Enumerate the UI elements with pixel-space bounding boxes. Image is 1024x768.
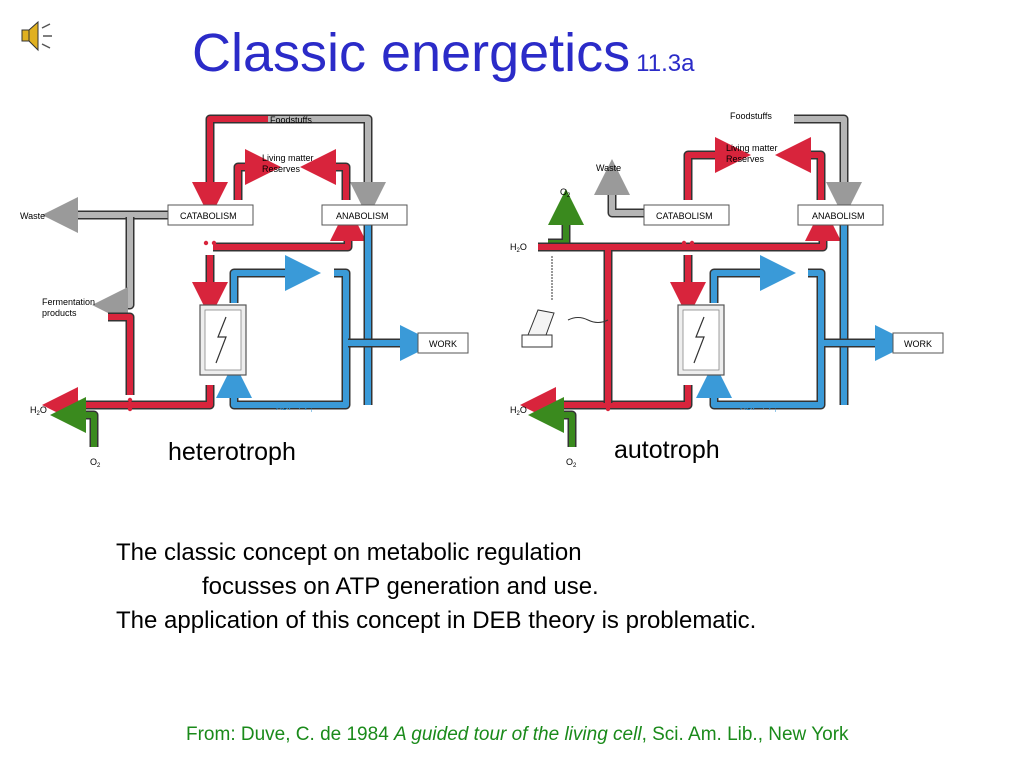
source-suffix: , Sci. Am. Lib., New York	[641, 724, 849, 745]
oxygen-output-arrow	[548, 189, 584, 246]
water-label: H2O	[30, 405, 47, 417]
autotroph-caption: autotroph	[614, 436, 720, 464]
reserves-label: Reserves	[726, 154, 765, 164]
atp-label: ATP	[758, 267, 775, 277]
oxygen-arrow	[50, 397, 97, 447]
water-input-label: H2O	[510, 242, 527, 254]
catabolism-box	[167, 204, 254, 226]
foodstuffs-label: Foodstuffs	[270, 115, 312, 125]
oxygen-input-arrow	[528, 397, 575, 447]
speaker-icon[interactable]	[18, 18, 58, 59]
to-water-arrow	[42, 385, 213, 423]
atp-arrow	[711, 255, 796, 303]
atp-label: ATP	[283, 267, 300, 277]
source-citation: From: Duve, C. de 1984 A guided tour of …	[186, 724, 849, 746]
oxygen-output-label: O2	[560, 187, 571, 199]
title-section-number: 11.3a	[636, 50, 695, 77]
reserves-label: Reserves	[262, 164, 301, 174]
catabolism-to-anabolism-arrow	[213, 205, 366, 250]
heterotroph-diagram: Foodstuffs Living matter Reserves Waste …	[18, 95, 478, 480]
oxygen-label: O2	[90, 457, 101, 469]
sun-icon	[521, 309, 555, 348]
water-to-anabolism-arrow	[538, 205, 841, 250]
anabolism-box	[321, 204, 408, 226]
anabolism-box	[797, 204, 884, 226]
to-water-arrow	[520, 385, 691, 423]
foodstuffs-to-anabolism-arrow	[794, 116, 862, 218]
adp-return-arrow	[216, 270, 349, 408]
body-text: The classic concept on metabolic regulat…	[116, 536, 756, 638]
products-label: products	[42, 308, 77, 318]
autotroph-diagram: Foodstuffs Living matter Reserves Waste …	[508, 95, 958, 480]
waste-arrow	[594, 159, 648, 216]
lightning-icon	[693, 316, 705, 364]
atp-arrow	[231, 255, 321, 303]
heterotroph-caption: heterotroph	[168, 438, 296, 466]
waste-label: Waste	[596, 163, 621, 173]
anabolism-label: ANABOLISM	[812, 211, 865, 221]
fermentation-label: Fermentation	[42, 297, 95, 307]
work-label: WORK	[904, 339, 932, 349]
water-label: H2O	[510, 405, 527, 417]
anabolism-label: ANABOLISM	[336, 211, 389, 221]
source-prefix: From: Duve, C. de 1984	[186, 724, 395, 745]
adp-return-arrow	[696, 270, 824, 408]
body-line-3: The application of this concept in DEB t…	[116, 607, 757, 634]
waste-label: Waste	[20, 211, 45, 221]
catabolism-box	[643, 204, 730, 226]
fermentation-arrow	[92, 217, 133, 323]
work-box	[892, 332, 944, 354]
adp-label: ADP + Pi	[276, 402, 312, 414]
oxygen-label: O2	[566, 457, 577, 469]
lightning-icon	[215, 316, 227, 364]
anabolism-to-living-matter-arrow	[300, 149, 349, 200]
adp-label: ADP + Pi	[740, 402, 776, 414]
body-line-1: The classic concept on metabolic regulat…	[116, 539, 582, 566]
body-line-2: focusses on ATP generation and use.	[202, 573, 599, 600]
reserves-to-catabolism-arrow	[235, 149, 281, 200]
living-matter-label: Living matter	[262, 153, 314, 163]
foodstuffs-label: Foodstuffs	[730, 111, 772, 121]
title-main: Classic energetics	[192, 23, 631, 83]
work-label: WORK	[429, 339, 457, 349]
work-box	[417, 332, 469, 354]
living-matter-label: Living matter	[726, 143, 778, 153]
anabolism-to-living-matter-arrow	[775, 137, 824, 200]
catabolism-label: CATABOLISM	[180, 211, 237, 221]
foodstuffs-to-catabolism-arrow	[192, 116, 268, 218]
reserves-to-catabolism-arrow	[685, 137, 751, 200]
source-book-title: A guided tour of the living cell	[394, 724, 642, 745]
foodstuffs-to-anabolism-arrow	[268, 116, 386, 218]
catabolism-label: CATABOLISM	[656, 211, 713, 221]
